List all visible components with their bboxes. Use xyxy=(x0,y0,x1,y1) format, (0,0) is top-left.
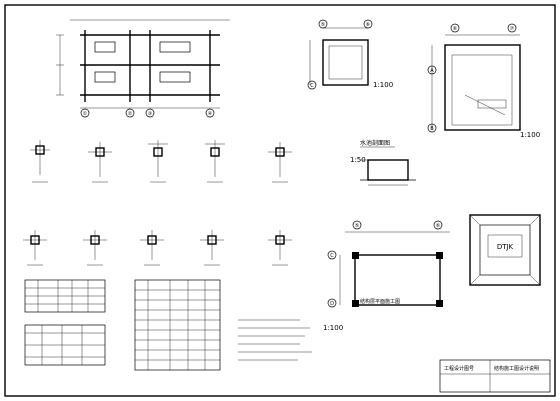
scale-label: 1:100 xyxy=(323,324,343,332)
cover-plate: DTJK xyxy=(469,214,541,286)
svg-text:B: B xyxy=(430,126,434,132)
plan-note: 结构层平面施工图 xyxy=(360,298,400,305)
svg-text:A: A xyxy=(430,68,434,74)
svg-text:D: D xyxy=(330,301,334,307)
title-block-left: 工程设计图号 xyxy=(444,365,474,372)
svg-text:C: C xyxy=(310,83,314,89)
scale-label: 1:50 xyxy=(350,156,366,164)
table-left-bottom xyxy=(24,324,106,366)
axis-label: ④ xyxy=(208,111,213,117)
column-details-row1 xyxy=(30,140,292,183)
cover-label: DTJK xyxy=(497,243,514,251)
column-details-row2 xyxy=(23,230,292,266)
notes-block xyxy=(238,319,312,361)
sheet-border xyxy=(4,4,556,397)
svg-text:⑥: ⑥ xyxy=(436,223,441,229)
svg-text:⑥: ⑥ xyxy=(366,22,371,28)
svg-text:⑦: ⑦ xyxy=(510,26,515,32)
table-rebar-schedule xyxy=(134,279,221,371)
scale-label: 1:100 xyxy=(373,81,393,89)
title-block: 工程设计图号 结构施工图设计说明 xyxy=(439,359,551,393)
svg-text:⑤: ⑤ xyxy=(321,22,325,28)
plan-bottom: ⑤ ⑥ C D 结构层平面施工图 1:100 xyxy=(323,220,450,332)
scale-label: 1:100 xyxy=(520,131,540,139)
axis-label: ② xyxy=(128,111,133,117)
table-left-top xyxy=(24,279,106,313)
section-title: 水池剖面图 xyxy=(360,139,390,147)
axis-label: ③ xyxy=(148,111,152,117)
svg-text:C: C xyxy=(330,253,334,259)
plan-small: ⑤ ⑥ C 1:100 xyxy=(307,19,393,90)
svg-text:⑥: ⑥ xyxy=(453,26,458,32)
svg-text:⑤: ⑤ xyxy=(355,223,359,229)
axis-label: ① xyxy=(83,111,88,117)
section-detail: 水池剖面图 1:50 xyxy=(350,139,416,186)
plan-right: ⑥ ⑦ A B 1:100 xyxy=(427,23,540,139)
axis-bubbles-top-left: ① ② ③ ④ xyxy=(80,108,215,118)
frame-elevation xyxy=(56,19,230,109)
title-block-right: 结构施工图设计说明 xyxy=(494,365,539,372)
